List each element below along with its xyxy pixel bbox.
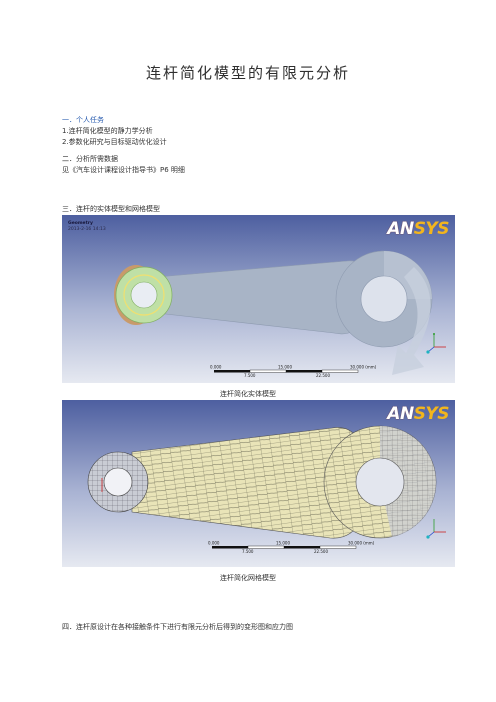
section-heading-required-data: 二．分析所需数据 xyxy=(62,155,118,163)
solid-model-viewport: 0.000 15.000 30.000 (mm) 7.500 22.500 xyxy=(62,215,455,383)
mesh-model-caption: 连杆简化网格模型 xyxy=(220,574,276,582)
axis-triad xyxy=(426,333,446,354)
scale-label-0: 0.000 xyxy=(210,365,222,370)
geometry-label-date: 2013-2-16 14:13 xyxy=(68,226,106,232)
geometry-label: Geometry 2013-2-16 14:13 xyxy=(68,221,106,232)
mesh-scale-label-7-5: 7.500 xyxy=(242,549,254,554)
small-end-bore xyxy=(130,281,158,309)
geometry-label-name: Geometry xyxy=(68,221,93,226)
section-heading-personal-task: 一．个人任务 xyxy=(62,116,104,124)
mesh-model-viewport: 0.000 15.000 30.000 (mm) 7.500 22.500 xyxy=(62,400,455,567)
mesh-scale-bar: 0.000 15.000 30.000 (mm) 7.500 22.500 xyxy=(208,541,375,555)
mesh-small-end-bore xyxy=(103,467,133,497)
task-item-2: 2.参数化研究与目标驱动优化设计 xyxy=(62,138,167,146)
rotation-arrow xyxy=(392,267,431,375)
scale-label-30: 30.000 (mm) xyxy=(350,365,377,370)
scale-bar: 0.000 15.000 30.000 (mm) 7.500 22.500 xyxy=(210,365,377,379)
scale-label-22-5: 22.500 xyxy=(316,373,330,378)
mesh-scale-label-15: 15.000 xyxy=(276,541,290,546)
document-title: 连杆简化模型的有限元分析 xyxy=(145,64,350,82)
mesh-big-end-bore xyxy=(355,457,405,507)
mesh-model-figure: 0.000 15.000 30.000 (mm) 7.500 22.500 AN… xyxy=(62,400,455,567)
required-data-text: 见《汽车设计课程设计指导书》P6 明细 xyxy=(62,166,185,174)
mesh-ansys-logo: ANSYS xyxy=(387,404,449,424)
big-end-bore xyxy=(360,275,408,323)
task-item-1: 1.连杆简化模型的静力学分析 xyxy=(62,127,153,135)
mesh-scale-label-22-5: 22.500 xyxy=(314,549,328,554)
solid-model-caption: 连杆简化实体模型 xyxy=(220,390,276,398)
solid-model-figure: 0.000 15.000 30.000 (mm) 7.500 22.500 Ge… xyxy=(62,215,455,383)
ansys-logo: ANSYS xyxy=(387,219,449,239)
section-heading-models: 三．连杆的实体模型和网格模型 xyxy=(62,205,160,213)
section-heading-fea-results: 四．连杆原设计在各种接触条件下进行有限元分析后得到的变形图和应力图 xyxy=(62,623,293,631)
mesh-scale-label-30: 30.000 (mm) xyxy=(348,541,375,546)
scale-label-7-5: 7.500 xyxy=(244,373,256,378)
mesh-axis-triad xyxy=(426,519,446,539)
scale-label-15: 15.000 xyxy=(278,365,292,370)
mesh-scale-label-0: 0.000 xyxy=(208,541,220,546)
